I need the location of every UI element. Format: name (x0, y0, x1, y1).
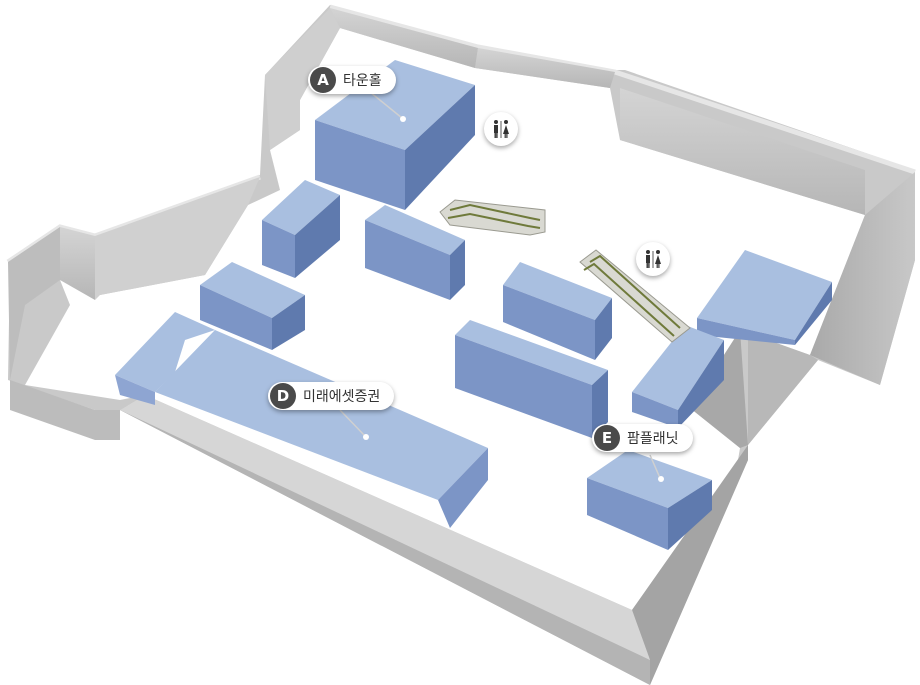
store-block-1[interactable] (262, 180, 340, 278)
store-name-d: 미래에셋증권 (303, 389, 381, 405)
restroom-icon-glyph (646, 250, 661, 268)
label-pointers (339, 91, 664, 482)
store-badge-e: E (594, 425, 620, 451)
store-block-4[interactable] (503, 262, 612, 360)
store-blocks (115, 60, 832, 550)
store-badge-d: D (270, 383, 296, 409)
store-block-3[interactable] (200, 262, 305, 350)
store-label-e[interactable]: E 팜플래닛 (592, 424, 693, 452)
store-name-e: 팜플래닛 (627, 431, 679, 447)
store-block-2[interactable] (365, 205, 465, 300)
store-block-7[interactable] (632, 325, 724, 428)
restroom-icon-glyph (494, 120, 509, 138)
store-block-a[interactable] (315, 60, 475, 210)
store-block-d[interactable] (115, 312, 488, 528)
store-label-a[interactable]: A 타운홀 (308, 66, 396, 94)
escalator-1[interactable] (439, 199, 546, 236)
escalator-2[interactable] (579, 249, 691, 343)
restroom-icon[interactable] (636, 242, 670, 276)
store-block-e[interactable] (587, 450, 712, 550)
store-block-6[interactable] (697, 250, 832, 345)
store-name-a: 타운홀 (343, 73, 382, 89)
store-badge-a: A (310, 67, 336, 93)
store-label-d[interactable]: D 미래에셋증권 (268, 382, 395, 410)
restroom-icon[interactable] (484, 112, 518, 146)
store-block-5[interactable] (455, 320, 608, 438)
